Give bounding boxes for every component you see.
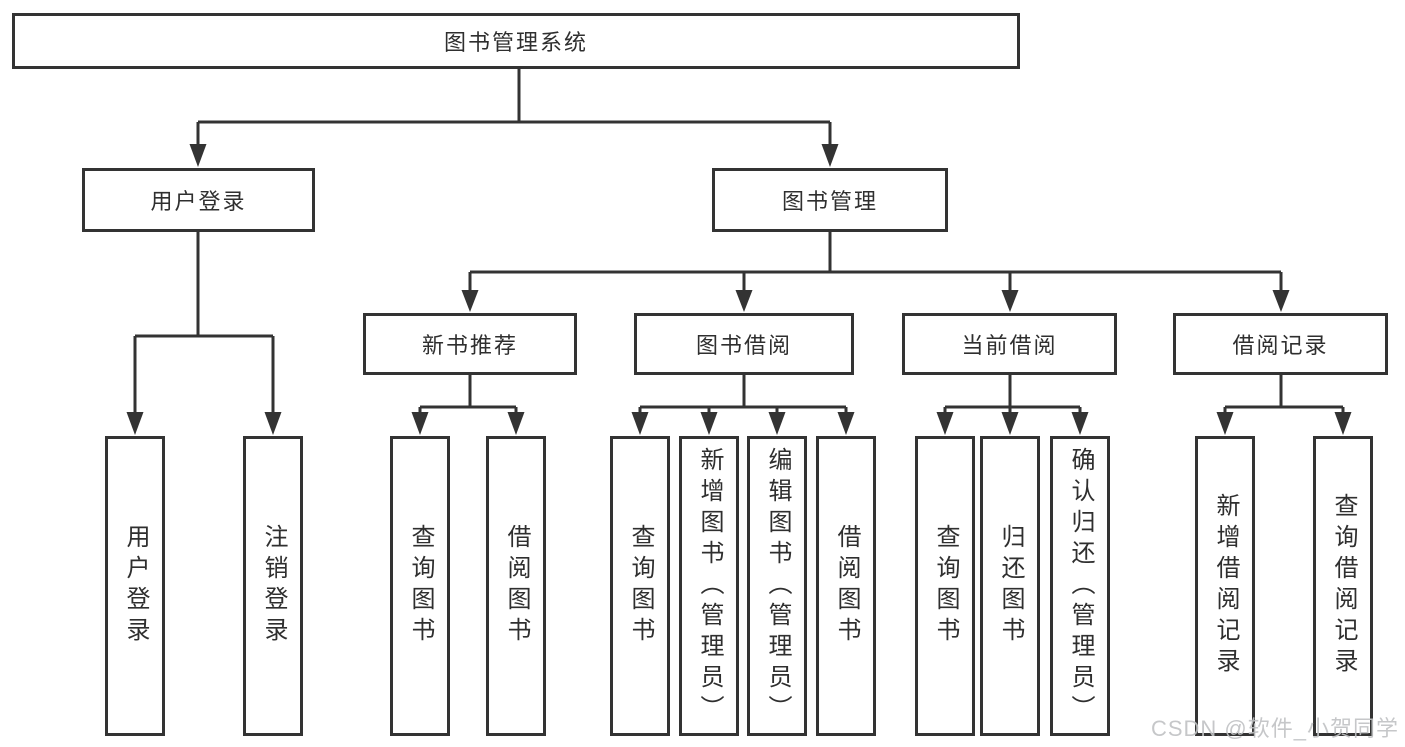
leaf-newbooks-borrow-books: 借阅图书: [486, 436, 546, 736]
leaf-borrow-add-books-admin: 新增图书（管理员）: [679, 436, 739, 736]
leaf-borrow-query-books: 查询图书: [610, 436, 670, 736]
node-new-book-recommendation-label: 新书推荐: [421, 333, 518, 358]
node-current-borrowing: 当前借阅: [902, 313, 1117, 375]
node-root-label: 图书管理系统: [443, 30, 588, 55]
leaf-user-login-label: 用户登录: [122, 524, 149, 648]
node-book-management: 图书管理: [712, 168, 948, 232]
leaf-borrow-edit-books-admin-label: 编辑图书（管理员）: [764, 446, 791, 726]
leaf-current-confirm-return-admin: 确认归还（管理员）: [1050, 436, 1110, 736]
node-user-login: 用户登录: [82, 168, 315, 232]
leaf-newbooks-query-books-label: 查询图书: [407, 524, 434, 648]
leaf-logout-label: 注销登录: [260, 524, 287, 648]
node-current-borrowing-label: 当前借阅: [961, 333, 1058, 358]
leaf-borrow-edit-books-admin: 编辑图书（管理员）: [747, 436, 807, 736]
leaf-newbooks-borrow-books-label: 借阅图书: [503, 524, 530, 648]
leaf-records-add-borrow-record-label: 新增借阅记录: [1212, 493, 1239, 679]
node-book-borrowing-label: 图书借阅: [695, 333, 792, 358]
csdn-watermark: CSDN @软件_小贺同学: [1150, 716, 1399, 741]
node-borrowing-records: 借阅记录: [1173, 313, 1388, 375]
node-borrowing-records-label: 借阅记录: [1232, 333, 1329, 358]
leaf-borrow-add-books-admin-label: 新增图书（管理员）: [696, 446, 723, 726]
leaf-current-return-books: 归还图书: [980, 436, 1040, 736]
leaf-borrow-query-books-label: 查询图书: [627, 524, 654, 648]
leaf-current-confirm-return-admin-label: 确认归还（管理员）: [1067, 446, 1094, 726]
leaf-user-login: 用户登录: [105, 436, 165, 736]
leaf-borrow-borrow-books: 借阅图书: [816, 436, 876, 736]
leaf-current-return-books-label: 归还图书: [997, 524, 1024, 648]
leaf-records-query-borrow-record: 查询借阅记录: [1313, 436, 1373, 736]
leaf-current-query-books: 查询图书: [915, 436, 975, 736]
leaf-current-query-books-label: 查询图书: [932, 524, 959, 648]
node-book-management-system: 图书管理系统: [12, 13, 1020, 69]
node-user-login-label: 用户登录: [150, 189, 247, 214]
leaf-newbooks-query-books: 查询图书: [390, 436, 450, 736]
node-new-book-recommendation: 新书推荐: [363, 313, 577, 375]
leaf-logout: 注销登录: [243, 436, 303, 736]
leaf-records-query-borrow-record-label: 查询借阅记录: [1330, 493, 1357, 679]
node-book-borrowing: 图书借阅: [634, 313, 854, 375]
leaf-records-add-borrow-record: 新增借阅记录: [1195, 436, 1255, 736]
leaf-borrow-borrow-books-label: 借阅图书: [833, 524, 860, 648]
node-book-management-label: 图书管理: [781, 189, 878, 214]
